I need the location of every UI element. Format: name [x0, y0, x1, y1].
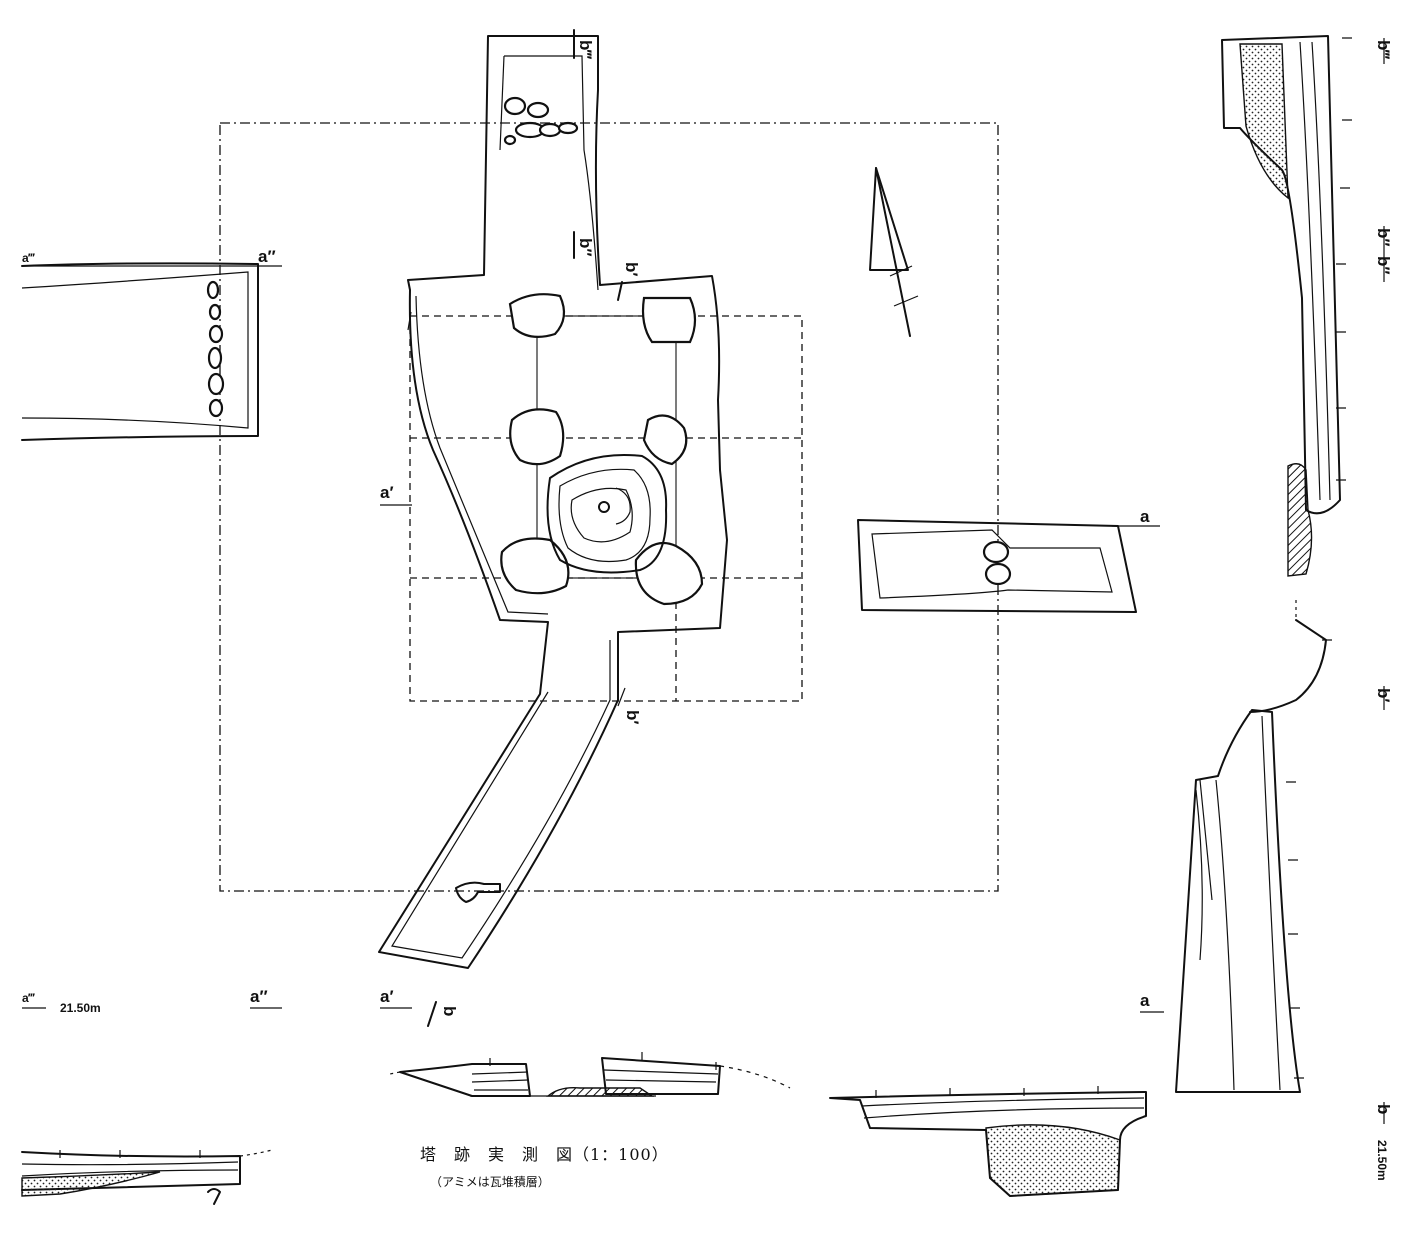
section-surface-arrows [59, 1052, 1099, 1158]
west-trench-stones [206, 280, 225, 418]
label-a-section-right: a [1140, 991, 1150, 1010]
label-a-prime-mid: a′ [380, 483, 394, 502]
label-b-triple-prime-plan: b‴ [576, 40, 595, 59]
excavation-grid [409, 315, 803, 702]
north-arrow-icon [869, 167, 919, 337]
section-arrows-right [1286, 37, 1352, 1079]
west-section-profile [21, 1149, 273, 1205]
south-section-profile [389, 1057, 791, 1097]
central-pillar-stone [546, 453, 668, 574]
east-trench-plan [857, 519, 1160, 613]
foundation-stones [500, 293, 704, 606]
label-a-triple-prime-top: a‴ [22, 251, 36, 265]
label-b-plan-bottom: b [440, 1006, 459, 1016]
label-underlines [22, 38, 1385, 1124]
sw-trench-feature [455, 881, 501, 903]
label-a-double-prime-section: a″ [250, 987, 268, 1006]
east-section-profile [829, 1091, 1147, 1197]
label-b-prime-plan-top: b′ [622, 262, 641, 276]
elevation-label-left: 21.50m [60, 1001, 101, 1015]
drawing-title: 塔 跡 実 測 図（1：100） [420, 1145, 669, 1164]
elevation-label-right: 21.50m [1375, 1140, 1389, 1181]
label-a-triple-prime-section: a‴ [22, 991, 36, 1005]
label-a-right: a [1140, 507, 1150, 526]
label-a-prime-section: a′ [380, 987, 394, 1006]
label-b-prime-plan-bottom: b′ [623, 710, 642, 724]
platform-outer-boundary [219, 122, 999, 892]
label-a-double-prime-top: a″ [258, 247, 276, 266]
section-ticks-plan [380, 29, 623, 1027]
west-trench-plan [21, 262, 282, 441]
north-trench-stones [503, 96, 579, 146]
drawing-subtitle: （アミメは瓦堆積層） [430, 1174, 550, 1189]
north-south-section-profile [1175, 35, 1341, 1093]
main-trench-outline [378, 35, 728, 969]
label-b-double-prime-plan: b″ [576, 238, 595, 257]
